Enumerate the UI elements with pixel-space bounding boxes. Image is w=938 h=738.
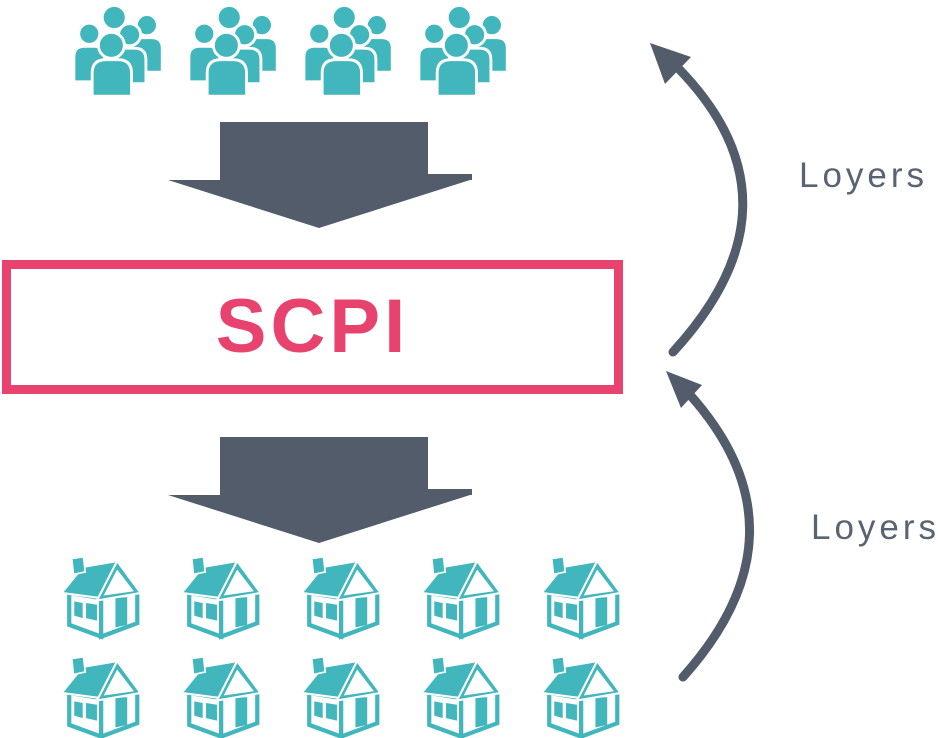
properties-row-2: [60, 656, 624, 738]
arrow-down-icon: [168, 122, 472, 228]
arrow-down-icon: [168, 437, 472, 543]
house-icon: [60, 556, 144, 640]
house-icon: [60, 656, 144, 738]
rent-label-bottom: Loyers: [811, 508, 938, 547]
house-icon: [180, 556, 264, 640]
rent-label-top: Loyers: [799, 156, 929, 195]
people-group-icon: [417, 3, 513, 103]
arrow-down-scpi-to-properties: [168, 437, 472, 543]
house-icon: [540, 656, 624, 738]
arrow-down-investors-to-scpi: [168, 122, 472, 228]
house-icon: [300, 656, 384, 738]
house-icon: [420, 656, 504, 738]
people-group-icon: [187, 3, 283, 103]
properties-row-1: [60, 556, 624, 640]
scpi-label: SCPI: [215, 284, 410, 369]
scpi-box: SCPI: [2, 260, 623, 394]
house-icon: [300, 556, 384, 640]
curved-arrow-up-top-icon: [650, 43, 748, 357]
investors-row: [72, 3, 513, 103]
people-group-icon: [72, 3, 168, 103]
house-icon: [540, 556, 624, 640]
house-icon: [180, 656, 264, 738]
people-group-icon: [302, 3, 398, 103]
house-icon: [420, 556, 504, 640]
curved-arrow-up-bottom-icon: [666, 371, 755, 682]
